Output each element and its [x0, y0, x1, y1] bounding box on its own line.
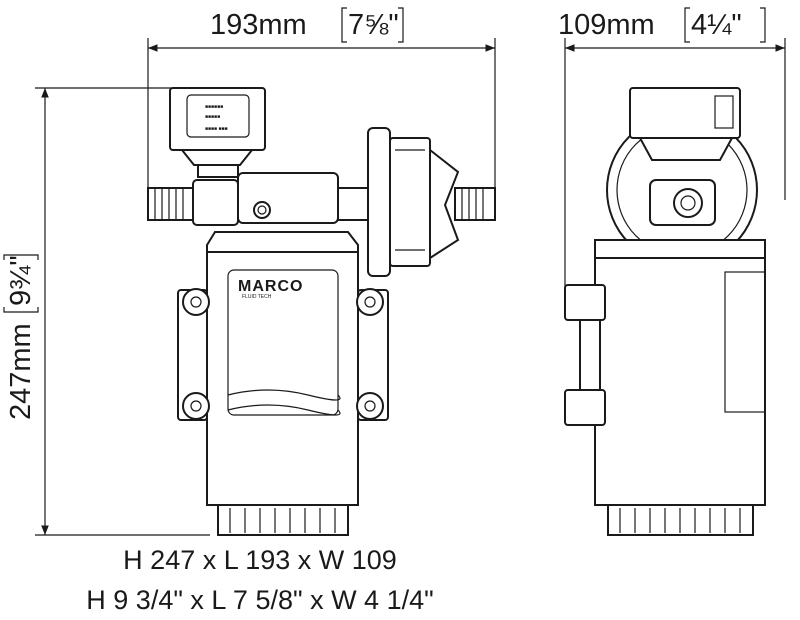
- width-metric: 109mm: [558, 9, 655, 41]
- pump-side-view: [564, 87, 766, 536]
- outlet-hose-barb: [454, 187, 496, 221]
- height-dimension: 247mm 9¾": [3, 87, 210, 536]
- imperial-dimensions-summary: H 9 3/4" x L 7 5/8" x W 4 1/4": [86, 585, 434, 615]
- length-metric: 193mm: [210, 9, 307, 41]
- height-imperial: 9¾": [5, 255, 37, 306]
- mounting-bracket-right: [356, 288, 389, 421]
- metric-dimensions-summary: H 247 x L 193 x W 109: [123, 545, 397, 575]
- strainer-filter: [367, 127, 460, 277]
- width-dimension: 109mm 4¼": [558, 7, 786, 290]
- width-imperial: 4¼": [691, 9, 742, 41]
- brand-subtitle: FLUID TECH: [242, 294, 272, 300]
- svg-text:■■■■ ■■■: ■■■■ ■■■: [205, 126, 228, 132]
- side-mounting-bracket: [564, 284, 606, 426]
- mounting-bracket-left: [177, 288, 210, 421]
- svg-text:■■■■■: ■■■■■: [205, 114, 220, 120]
- svg-text:■■■■■■: ■■■■■■: [205, 104, 223, 110]
- length-dimension: 193mm 7⅝": [147, 7, 496, 210]
- brand-logo: MARCO: [238, 278, 303, 295]
- length-imperial: 7⅝": [348, 9, 399, 41]
- pump-front-view: ■■■■■■ ■■■■■ ■■■■ ■■■: [147, 87, 496, 536]
- inlet-hose-barb: [147, 187, 194, 221]
- height-metric: 247mm: [5, 323, 37, 420]
